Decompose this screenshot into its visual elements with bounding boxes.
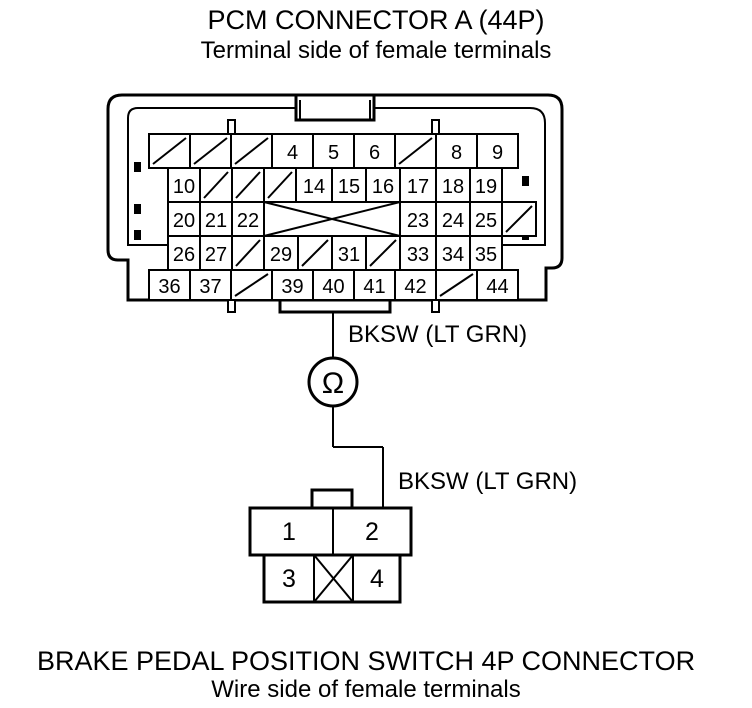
pcm-terminal-unused: [189, 133, 232, 169]
brake-connector-housing: [248, 488, 413, 604]
pcm-terminal-10: 10: [167, 167, 201, 203]
svg-text:25: 25: [475, 210, 497, 232]
pcm-terminal-unused: [230, 269, 273, 301]
pcm-terminal-unused: [199, 167, 233, 203]
pcm-terminal-17: 17: [399, 167, 437, 203]
pcm-terminal-21: 21: [199, 201, 233, 237]
pcm-connector-posts: [227, 119, 440, 313]
brake-connector-subtitle: Wire side of female terminals: [211, 676, 521, 703]
pcm-terminal-18: 18: [435, 167, 471, 203]
pcm-side-wire-label: BKSW (LT GRN): [348, 321, 528, 348]
svg-text:44: 44: [486, 276, 508, 298]
svg-text:27: 27: [205, 244, 227, 266]
svg-text:36: 36: [158, 276, 180, 298]
pcm-terminal-20: 20: [167, 201, 201, 237]
svg-text:14: 14: [303, 176, 325, 198]
pcm-terminal-6: 6: [353, 133, 396, 169]
pcm-terminal-unused: [230, 133, 273, 169]
pcm-terminal-34: 34: [435, 235, 471, 271]
svg-text:17: 17: [407, 176, 429, 198]
pcm-terminal-42: 42: [394, 269, 437, 301]
pcm-terminal-8: 8: [435, 133, 478, 169]
svg-text:34: 34: [442, 244, 464, 266]
pcm-terminal-unused: [394, 133, 437, 169]
svg-text:5: 5: [328, 142, 339, 164]
brake-terminal-4: 4: [370, 565, 384, 593]
svg-text:35: 35: [475, 244, 497, 266]
svg-text:18: 18: [442, 176, 464, 198]
pcm-terminal-26: 26: [167, 235, 201, 271]
svg-text:37: 37: [199, 276, 221, 298]
svg-text:33: 33: [407, 244, 429, 266]
pcm-terminal-41: 41: [353, 269, 396, 301]
svg-text:29: 29: [270, 244, 292, 266]
pcm-terminal-23: 23: [399, 201, 437, 237]
svg-text:23: 23: [407, 210, 429, 232]
brake-connector-title: BRAKE PEDAL POSITION SWITCH 4P CONNECTOR: [36, 646, 696, 676]
pcm-terminal-unused: [263, 167, 297, 203]
pcm-terminal-unused: [435, 269, 478, 301]
pcm-terminal-16: 16: [365, 167, 401, 203]
pcm-terminal-14: 14: [295, 167, 333, 203]
svg-text:26: 26: [173, 244, 195, 266]
pcm-terminal-33: 33: [399, 235, 437, 271]
pcm-connector-title: PCM CONNECTOR A (44P): [207, 5, 545, 35]
pcm-terminal-unused: [297, 235, 333, 271]
ohm-symbol: Ω: [322, 367, 344, 400]
svg-text:16: 16: [372, 176, 394, 198]
pcm-terminal-31: 31: [331, 235, 367, 271]
brake-terminal-3: 3: [282, 565, 296, 593]
svg-text:40: 40: [322, 276, 344, 298]
svg-text:31: 31: [338, 244, 360, 266]
pcm-terminal-unused: [231, 167, 265, 203]
pcm-terminal-37: 37: [189, 269, 232, 301]
pcm-terminal-5: 5: [312, 133, 355, 169]
svg-text:15: 15: [338, 176, 360, 198]
pcm-terminal-unused: [365, 235, 401, 271]
pcm-terminal-36: 36: [148, 269, 191, 301]
svg-text:20: 20: [173, 210, 195, 232]
pcm-terminal-15: 15: [331, 167, 367, 203]
svg-text:4: 4: [287, 142, 298, 164]
svg-text:21: 21: [205, 210, 227, 232]
pcm-terminal-24: 24: [435, 201, 471, 237]
pcm-terminal-grid: 4 5 6 8 9 10 14 15 16 17 18 19 20 21 22 23 24 25 26 27 29 31 3…: [148, 133, 537, 301]
pcm-terminal-25: 25: [469, 201, 503, 237]
brake-terminals: 1 2 3 4: [282, 518, 384, 593]
brake-terminal-1: 1: [282, 518, 296, 546]
svg-text:41: 41: [363, 276, 385, 298]
pcm-terminal-27: 27: [199, 235, 233, 271]
pcm-terminal-40: 40: [312, 269, 355, 301]
pcm-blank-region: [263, 201, 401, 237]
pcm-terminal-9: 9: [476, 133, 519, 169]
pcm-terminal-44: 44: [476, 269, 519, 301]
pcm-connector-subtitle: Terminal side of female terminals: [200, 37, 552, 64]
svg-text:19: 19: [475, 176, 497, 198]
brake-terminal-2: 2: [365, 518, 379, 546]
svg-text:42: 42: [404, 276, 426, 298]
pcm-terminal-29: 29: [263, 235, 299, 271]
svg-text:24: 24: [442, 210, 464, 232]
pcm-terminal-35: 35: [469, 235, 503, 271]
svg-text:6: 6: [369, 142, 380, 164]
svg-text:10: 10: [173, 176, 195, 198]
bksw-wire: [332, 312, 384, 508]
pcm-terminal-39: 39: [271, 269, 314, 301]
pcm-terminal-4: 4: [271, 133, 314, 169]
ohmmeter-icon: Ω: [307, 356, 359, 408]
svg-text:22: 22: [237, 210, 259, 232]
switch-side-wire-label: BKSW (LT GRN): [398, 468, 578, 495]
pcm-terminal-19: 19: [469, 167, 503, 203]
svg-text:8: 8: [451, 142, 462, 164]
svg-text:39: 39: [281, 276, 303, 298]
svg-text:9: 9: [492, 142, 503, 164]
pcm-terminal-unused: [148, 133, 191, 169]
pcm-terminal-unused: [231, 235, 265, 271]
pcm-terminal-unused: [501, 201, 537, 237]
pcm-terminal-22: 22: [231, 201, 265, 237]
